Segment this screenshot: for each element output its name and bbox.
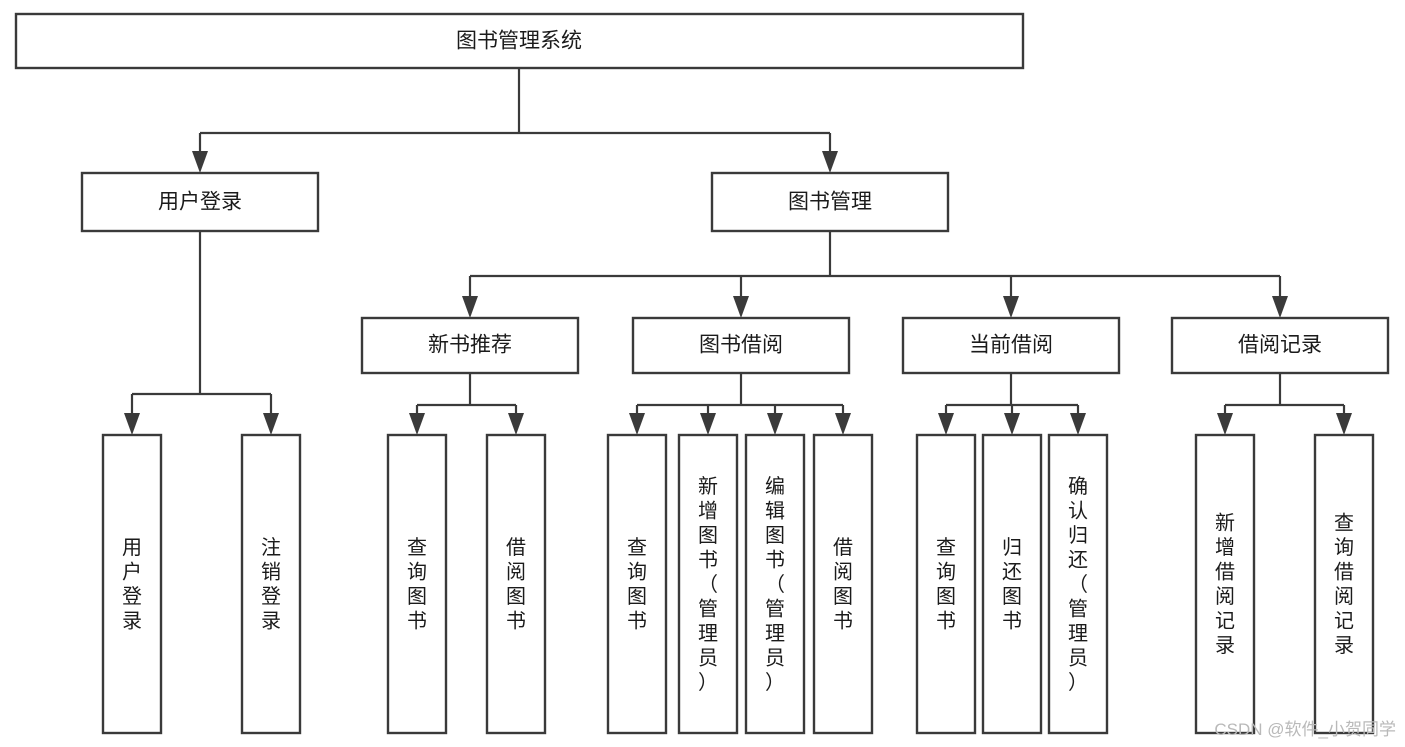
node-leaf-query-book-new[interactable]: 查询图书: [386, 433, 448, 735]
arrow-head-leaf-query-borrow-record: [1336, 413, 1352, 435]
node-leaf-user-login-box[interactable]: [101, 433, 163, 735]
node-leaf-query-book-current[interactable]: 查询图书: [915, 433, 977, 735]
node-leaf-query-book-new-label: 查询图书: [407, 536, 427, 633]
arrow-head-leaf-user-login: [124, 413, 140, 435]
arrow-head-leaf-confirm-return-admin: [1070, 413, 1086, 435]
node-leaf-query-book-current-box[interactable]: [915, 433, 977, 735]
arrow-head-leaf-add-borrow-record: [1217, 413, 1233, 435]
node-leaf-edit-book-admin-box[interactable]: [744, 433, 806, 735]
node-current-borrow-label: 当前借阅: [969, 334, 1053, 357]
node-leaf-add-book-admin-label: 新增图书（管理员）: [698, 475, 718, 694]
node-book-manage-label: 图书管理: [788, 191, 872, 214]
node-leaf-query-book-new-box[interactable]: [386, 433, 448, 735]
arrow-head-leaf-add-book-admin: [700, 413, 716, 435]
node-leaf-borrow-book-new-box[interactable]: [485, 433, 547, 735]
node-leaf-query-book-borrow[interactable]: 查询图书: [606, 433, 668, 735]
arrow-head-new-book-recommend: [462, 296, 478, 318]
node-leaf-query-borrow-record-label: 查询借阅记录: [1334, 512, 1354, 658]
arrow-head-book-borrow: [733, 296, 749, 318]
node-book-manage-box[interactable]: [710, 171, 950, 233]
node-leaf-confirm-return-admin[interactable]: 确认归还（管理员）: [1047, 433, 1109, 735]
node-new-book-recommend[interactable]: 新书推荐: [360, 316, 580, 375]
node-leaf-borrow-book-box[interactable]: [812, 433, 874, 735]
node-current-borrow-box[interactable]: [901, 316, 1121, 375]
node-new-book-recommend-box[interactable]: [360, 316, 580, 375]
arrow-head-leaf-borrow-book: [835, 413, 851, 435]
node-leaf-return-book-label: 归还图书: [1002, 536, 1022, 633]
node-leaf-user-login-label: 用户登录: [122, 537, 142, 633]
arrow-head-book-manage: [822, 151, 838, 173]
arrow-head-leaf-edit-book-admin: [767, 413, 783, 435]
node-leaf-query-book-borrow-box[interactable]: [606, 433, 668, 735]
node-leaf-query-borrow-record-box[interactable]: [1313, 433, 1375, 735]
node-borrow-record-label: 借阅记录: [1238, 334, 1322, 357]
node-leaf-borrow-book[interactable]: 借阅图书: [812, 433, 874, 735]
edges-layer: [124, 68, 1352, 435]
arrow-head-user-login: [192, 151, 208, 173]
arrow-head-borrow-record: [1272, 296, 1288, 318]
node-borrow-record[interactable]: 借阅记录: [1170, 316, 1390, 375]
arrow-head-leaf-query-book-new: [409, 413, 425, 435]
arrow-head-current-borrow: [1003, 296, 1019, 318]
node-leaf-edit-book-admin[interactable]: 编辑图书（管理员）: [744, 433, 806, 735]
node-leaf-add-book-admin-box[interactable]: [677, 433, 739, 735]
node-leaf-logout-label: 注销登录: [261, 536, 281, 633]
node-leaf-edit-book-admin-label: 编辑图书（管理员）: [765, 475, 785, 694]
node-leaf-confirm-return-admin-box[interactable]: [1047, 433, 1109, 735]
node-leaf-user-login[interactable]: 用户登录: [101, 433, 163, 735]
node-leaf-add-borrow-record[interactable]: 新增借阅记录: [1194, 433, 1256, 735]
node-user-login-label: 用户登录: [158, 191, 242, 214]
node-leaf-return-book[interactable]: 归还图书: [981, 433, 1043, 735]
node-leaf-add-book-admin[interactable]: 新增图书（管理员）: [677, 433, 739, 735]
node-leaf-borrow-book-new-label: 借阅图书: [506, 536, 526, 633]
arrow-head-leaf-borrow-book-new: [508, 413, 524, 435]
node-leaf-query-book-current-label: 查询图书: [936, 536, 956, 633]
node-current-borrow[interactable]: 当前借阅: [901, 316, 1121, 375]
node-leaf-query-book-borrow-label: 查询图书: [627, 536, 647, 633]
node-leaf-add-borrow-record-label: 新增借阅记录: [1215, 512, 1235, 658]
csdn-watermark: CSDN @软件_小贺同学: [1214, 720, 1396, 739]
arrow-head-leaf-logout: [263, 413, 279, 435]
node-book-manage[interactable]: 图书管理: [710, 171, 950, 233]
node-root[interactable]: 图书管理系统: [14, 12, 1025, 70]
node-borrow-record-box[interactable]: [1170, 316, 1390, 375]
arrow-head-leaf-query-book-current: [938, 413, 954, 435]
node-root-label: 图书管理系统: [456, 30, 582, 53]
node-leaf-query-borrow-record[interactable]: 查询借阅记录: [1313, 433, 1375, 735]
arrow-head-leaf-return-book: [1004, 413, 1020, 435]
node-user-login[interactable]: 用户登录: [80, 171, 320, 233]
node-leaf-logout[interactable]: 注销登录: [240, 433, 302, 735]
node-user-login-box[interactable]: [80, 171, 320, 233]
node-leaf-borrow-book-label: 借阅图书: [833, 536, 853, 633]
node-leaf-confirm-return-admin-label: 确认归还（管理员）: [1068, 475, 1088, 694]
node-book-borrow-label: 图书借阅: [699, 334, 783, 357]
node-leaf-return-book-box[interactable]: [981, 433, 1043, 735]
node-leaf-logout-box[interactable]: [240, 433, 302, 735]
node-root-box[interactable]: [14, 12, 1025, 70]
node-leaf-borrow-book-new[interactable]: 借阅图书: [485, 433, 547, 735]
node-book-borrow-box[interactable]: [631, 316, 851, 375]
node-book-borrow[interactable]: 图书借阅: [631, 316, 851, 375]
node-new-book-recommend-label: 新书推荐: [428, 334, 512, 357]
arrow-head-leaf-query-book-borrow: [629, 413, 645, 435]
node-leaf-add-borrow-record-box[interactable]: [1194, 433, 1256, 735]
